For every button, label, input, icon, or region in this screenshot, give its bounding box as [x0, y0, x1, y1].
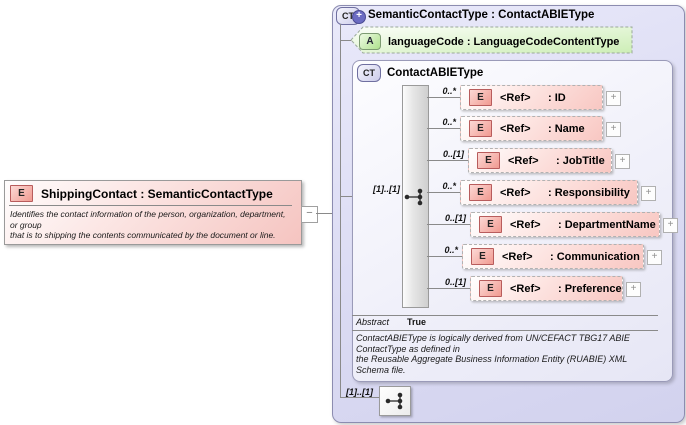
cardinality-label: 0..[1] — [444, 213, 466, 223]
cardinality-label: 0..[1] — [442, 149, 464, 159]
abstract-facet-row: Abstract True — [356, 317, 426, 327]
connector-line — [316, 213, 340, 214]
collapse-toggle[interactable]: − — [301, 206, 318, 223]
bottom-sequence-icon[interactable] — [379, 386, 411, 416]
abstract-label: Abstract — [356, 317, 390, 327]
expand-toggle[interactable]: + — [663, 218, 678, 233]
shipping-contact-element-box[interactable] — [4, 180, 302, 245]
expand-toggle[interactable]: + — [606, 91, 621, 106]
tree-trunk-line — [340, 24, 341, 397]
derived-plus-icon: + — [352, 10, 366, 24]
shipping-contact-header: E ShippingContact : SemanticContactType — [10, 185, 273, 202]
element-ref: <Ref> — [500, 122, 531, 135]
element-icon: E — [469, 120, 492, 137]
element-id[interactable]: E <Ref> : ID — [460, 85, 603, 110]
element-name-row[interactable]: E <Ref> : Name — [460, 116, 603, 141]
language-code-attribute[interactable]: A languageCode : LanguageCodeContentType — [359, 33, 619, 50]
sequence-icon[interactable] — [403, 187, 427, 207]
element-jobtitle[interactable]: E <Ref> : JobTitle — [468, 148, 612, 173]
shipping-contact-title: ShippingContact : SemanticContactType — [41, 186, 273, 201]
element-departmentname[interactable]: E <Ref> : DepartmentName — [470, 212, 660, 237]
language-code-label: languageCode : LanguageCodeContentType — [388, 35, 620, 48]
element-ref: <Ref> — [500, 91, 531, 104]
element-name: : Preference — [558, 282, 622, 295]
element-ref: <Ref> — [510, 282, 541, 295]
cardinality-label: 0..* — [444, 245, 458, 255]
element-icon: E — [10, 185, 33, 202]
cardinality-label: 0..* — [442, 86, 456, 96]
semantic-contact-type-title: SemanticContactType : ContactABIEType — [368, 9, 595, 21]
element-name: : Name — [548, 122, 585, 135]
element-connector-line — [427, 160, 468, 161]
abstract-value: True — [407, 317, 427, 327]
complex-type-icon: CT + — [336, 7, 366, 25]
expand-toggle[interactable]: + — [626, 282, 641, 297]
element-icon: E — [479, 280, 502, 297]
element-connector-line — [427, 128, 460, 129]
shipping-contact-description: Identifies the contact information of th… — [10, 209, 286, 240]
element-connector-line — [427, 192, 460, 193]
element-name: : Responsibility — [548, 186, 630, 199]
language-code-attribute-shape[interactable] — [350, 26, 634, 55]
element-communication[interactable]: E <Ref> : Communication — [462, 244, 644, 269]
attribute-branch-line — [340, 40, 352, 41]
expand-toggle[interactable]: + — [647, 250, 662, 265]
element-icon: E — [471, 248, 494, 265]
element-icon: E — [469, 89, 492, 106]
element-connector-line — [427, 288, 470, 289]
element-ref: <Ref> — [500, 186, 531, 199]
element-name: : JobTitle — [556, 154, 605, 167]
expand-toggle[interactable]: + — [615, 154, 630, 169]
cardinality-label: 0..* — [442, 181, 456, 191]
element-ref: <Ref> — [502, 250, 533, 263]
element-ref: <Ref> — [508, 154, 539, 167]
cardinality-label: 0..[1] — [444, 277, 466, 287]
complex-type-icon: CT — [357, 64, 381, 82]
element-icon: E — [477, 152, 500, 169]
bottom-branch-line — [340, 397, 379, 398]
expand-toggle[interactable]: + — [606, 122, 621, 137]
annotation-divider — [352, 330, 658, 331]
contact-abie-type-description: ContactABIEType is logically derived fro… — [356, 333, 630, 375]
title-divider — [9, 205, 292, 206]
sequence-cardinality: [1]..[1] — [373, 184, 400, 194]
expand-toggle[interactable]: + — [641, 186, 656, 201]
element-connector-line — [427, 224, 470, 225]
element-icon: E — [469, 184, 492, 201]
contact-abie-type-title: ContactABIEType — [387, 67, 484, 79]
element-ref: <Ref> — [510, 218, 541, 231]
element-responsibility[interactable]: E <Ref> : Responsibility — [460, 180, 638, 205]
cardinality-label: 0..* — [442, 117, 456, 127]
bottom-sequence-cardinality: [1]..[1] — [346, 387, 373, 397]
element-name: : Communication — [550, 250, 640, 263]
element-preference[interactable]: E <Ref> : Preference — [470, 276, 623, 301]
element-connector-line — [427, 97, 460, 98]
element-connector-line — [427, 256, 462, 257]
attribute-icon: A — [359, 33, 381, 50]
complex-type-header-icon: CT + — [336, 7, 366, 25]
element-name: : ID — [548, 91, 566, 104]
contact-abie-type-header: CT ContactABIEType — [357, 64, 483, 82]
facet-divider — [352, 315, 658, 316]
element-icon: E — [479, 216, 502, 233]
element-name: : DepartmentName — [558, 218, 656, 231]
